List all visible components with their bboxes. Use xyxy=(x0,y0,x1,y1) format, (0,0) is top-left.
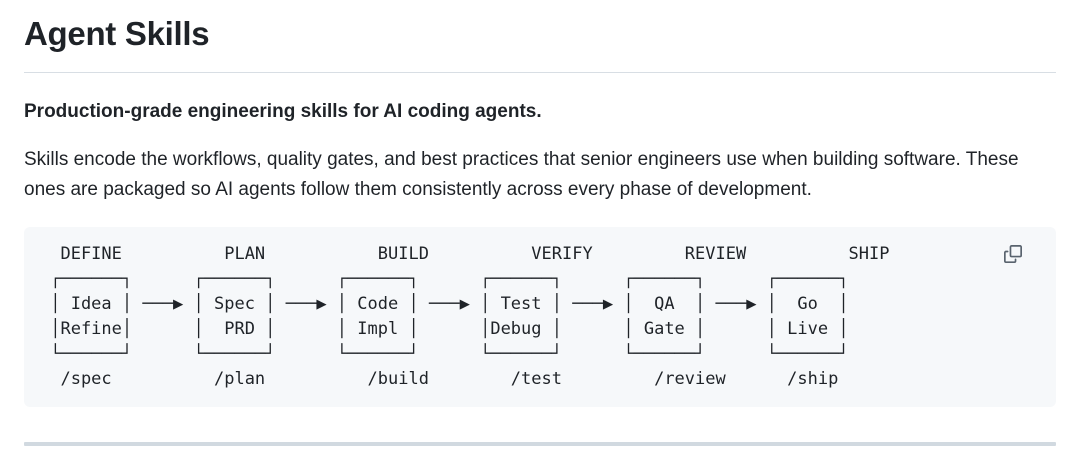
intro-lead: Production-grade engineering skills for … xyxy=(24,101,542,123)
pipeline-ascii-art: DEFINE PLAN BUILD VERIFY REVIEW SHIP ┌──… xyxy=(50,244,890,390)
pipeline-code-block: DEFINE PLAN BUILD VERIFY REVIEW SHIP ┌──… xyxy=(24,227,1056,408)
copy-icon xyxy=(1004,245,1022,264)
copy-button[interactable] xyxy=(1002,243,1024,265)
intro-description: Skills encode the workflows, quality gat… xyxy=(24,149,1019,201)
section-divider xyxy=(24,442,1056,447)
page-title: Agent Skills xyxy=(24,0,1056,74)
